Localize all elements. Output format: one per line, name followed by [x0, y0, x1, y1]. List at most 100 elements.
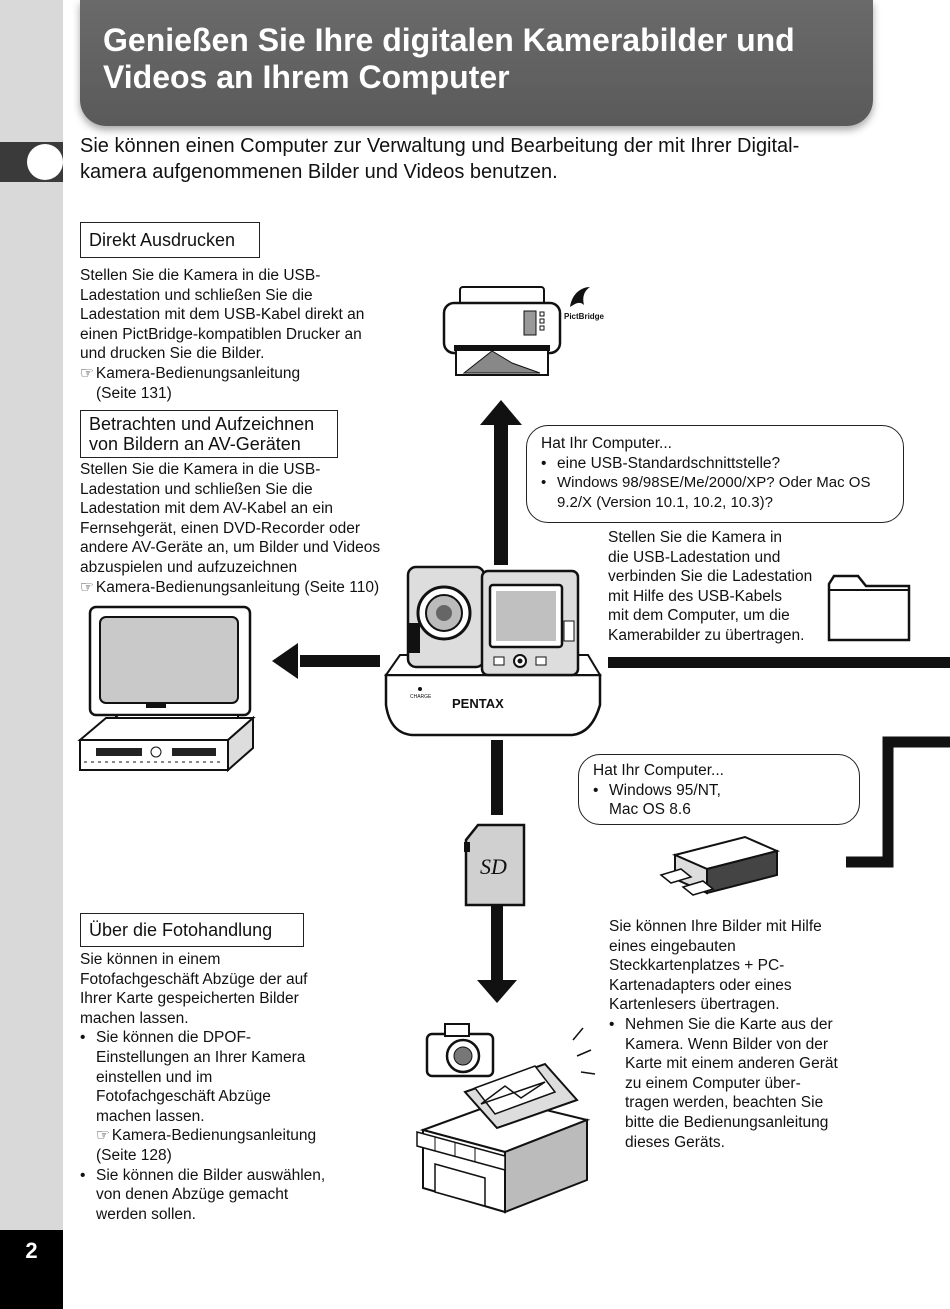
text-line: Fotofachgeschäft Abzüge der auf	[80, 970, 308, 988]
page-number: 2	[25, 1238, 38, 1263]
bullet-line: dieses Geräts.	[625, 1133, 725, 1151]
bullet-line: bitte die Bedienungsanleitung	[625, 1113, 829, 1131]
bullet-line: tragen werden, beachten Sie	[625, 1094, 824, 1112]
photo-shop-icon	[416, 1023, 596, 1214]
bullet-line: werden sollen.	[96, 1205, 196, 1223]
text-line: abzuspielen und aufzuzeichnen	[80, 558, 298, 576]
sd-label: SD	[480, 854, 507, 879]
bullet-line: einstellen und im	[96, 1068, 213, 1086]
sd-card-icon: SD	[464, 823, 526, 907]
bullet-line: Karte mit einem anderen Gerät	[625, 1055, 838, 1073]
bullet-line: Sie können die DPOF-	[96, 1029, 252, 1047]
bullet-line: machen lassen.	[96, 1107, 205, 1125]
bullet-item: Sie können die Bilder auswählen, von den…	[80, 1166, 370, 1225]
pictbridge-logo: PictBridge	[564, 287, 605, 321]
bullet-line: Windows 98/98SE/Me/2000/XP? Oder Mac OS	[557, 474, 871, 492]
manual-reference: Kamera-Bedienungsanleitung	[80, 364, 420, 384]
page-title-line-2: Videos an Ihrem Computer	[103, 59, 510, 95]
photo-shop-heading: Über die Fotohandlung	[80, 913, 304, 947]
bullet-line: Kamera. Wenn Bilder von der	[625, 1035, 829, 1053]
dvd-recorder-icon	[77, 715, 256, 773]
text-line: Fernsehgerät, einen DVD-Recorder oder	[80, 519, 360, 537]
intro-paragraph: Sie können einen Computer zur Verwaltung…	[80, 133, 910, 185]
manual-reference: Kamera-Bedienungsanleitung (Seite 110)	[80, 578, 420, 598]
bubble-title: Hat Ihr Computer...	[593, 762, 724, 779]
text-line: andere AV-Geräte an, um Bilder und Video…	[80, 539, 381, 557]
text-line: die USB-Ladestation und	[608, 548, 781, 566]
text-line: Sie können Ihre Bilder mit Hilfe	[609, 918, 822, 935]
page-number-box	[0, 1230, 63, 1309]
bullet-line: zu einem Computer über-	[625, 1074, 801, 1092]
text-line: Kartenlesers übertragen.	[609, 996, 780, 1014]
usb-transfer-text: Stellen Sie die Kamera in die USB-Ladest…	[608, 528, 838, 646]
photo-shop-text: Sie können in einem Fotofachgeschäft Abz…	[80, 950, 370, 1224]
direct-print-text: Stellen Sie die Kamera in die USB- Lades…	[80, 266, 420, 403]
text-line: Ladestation und schließen Sie die	[80, 286, 313, 304]
text-line: eines eingebauten	[609, 937, 736, 955]
camera-dock-icon: PENTAX CHARGE	[384, 565, 602, 737]
text-line: Ladestation mit dem AV-Kabel an ein	[80, 500, 334, 518]
usb-requirements-bubble: Hat Ihr Computer... eine USB-Standardsch…	[526, 425, 904, 523]
text-line: machen lassen.	[80, 1009, 189, 1027]
manual-reference: Kamera-Bedienungsanleitung	[96, 1126, 370, 1146]
manual-reference-page: (Seite 128)	[96, 1146, 172, 1164]
bubble-bullet: Windows 95/NT, Mac OS 8.6	[593, 781, 845, 820]
intro-line-2: kamera aufgenommenen Bilder und Videos b…	[80, 161, 558, 183]
card-reader-icon	[659, 835, 781, 896]
text-line: und drucken Sie die Bilder.	[80, 345, 265, 363]
text-line: Kamerabilder zu übertragen.	[608, 626, 805, 644]
bullet-line: Sie können die Bilder auswählen,	[96, 1166, 326, 1184]
bullet-item: Nehmen Sie die Karte aus der Kamera. Wen…	[609, 1015, 879, 1152]
arrow-left-to-tv	[272, 643, 380, 679]
av-devices-text: Stellen Sie die Kamera in die USB- Lades…	[80, 460, 420, 597]
line-dock-to-sd	[491, 740, 503, 815]
text-line: Ladestation und schließen Sie die	[80, 480, 313, 498]
direct-print-heading: Direkt Ausdrucken	[80, 222, 260, 258]
bubble-title: Hat Ihr Computer...	[541, 435, 672, 452]
line-to-computer	[608, 657, 950, 668]
text-line: Kartenadapters oder eines	[609, 976, 792, 994]
bubble-bullet: eine USB-Standardschnittstelle?	[541, 454, 889, 474]
text-line: Stellen Sie die Kamera in die USB-	[80, 461, 321, 478]
bullet-line: Mac OS 8.6	[609, 801, 691, 819]
intro-line-1: Sie können einen Computer zur Verwaltung…	[80, 135, 800, 157]
av-heading-line-2: von Bildern an AV-Geräten	[89, 434, 301, 454]
bullet-line: 9.2/X (Version 10.1, 10.2, 10.3)?	[557, 493, 773, 511]
text-line: Stellen Sie die Kamera in	[608, 529, 783, 546]
bullet-line: Fotofachgeschäft Abzüge	[96, 1088, 271, 1106]
pictbridge-label: PictBridge	[564, 312, 605, 321]
text-line: Sie können in einem	[80, 951, 221, 968]
text-line: Ladestation mit dem USB-Kabel direkt an	[80, 306, 365, 324]
text-line: Steckkartenplatzes + PC-	[609, 957, 785, 975]
text-line: verbinden Sie die Ladestation	[608, 568, 813, 586]
printer-icon	[442, 286, 562, 376]
folder-icon	[827, 574, 911, 642]
title-banner	[80, 0, 873, 126]
pentax-label: PENTAX	[452, 696, 504, 711]
manual-reference-page: (Seite 131)	[96, 384, 172, 402]
arrow-up-to-printer	[480, 400, 522, 565]
line-card-reader-to-computer	[846, 736, 950, 868]
legacy-requirements-bubble: Hat Ihr Computer... Windows 95/NT, Mac O…	[578, 754, 860, 825]
charge-label: CHARGE	[410, 694, 432, 700]
text-line: mit Hilfe des USB-Kabels	[608, 587, 783, 605]
bubble-bullet: Windows 98/98SE/Me/2000/XP? Oder Mac OS …	[541, 473, 889, 512]
text-line: Stellen Sie die Kamera in die USB-	[80, 267, 321, 284]
arrow-down-to-shop	[477, 905, 517, 1003]
av-heading-line-1: Betrachten und Aufzeichnen	[89, 414, 315, 434]
bullet-line: Windows 95/NT,	[609, 781, 721, 799]
bullet-item: Sie können die DPOF- Einstellungen an Ih…	[80, 1028, 370, 1165]
page-title: Genießen Sie Ihre digitalen Kamerabilder…	[103, 22, 863, 96]
bullet-line: Nehmen Sie die Karte aus der	[625, 1015, 833, 1033]
side-margin-strip	[0, 0, 63, 1309]
card-reader-text: Sie können Ihre Bilder mit Hilfe eines e…	[609, 917, 879, 1152]
bullet-line: von denen Abzüge gemacht	[96, 1186, 289, 1204]
text-line: Ihrer Karte gespeicherten Bilder	[80, 990, 299, 1008]
text-line: mit dem Computer, um die	[608, 607, 790, 625]
section-tab-circle	[27, 144, 63, 180]
text-line: einen PictBridge-kompatiblen Drucker an	[80, 325, 362, 343]
page-title-line-1: Genießen Sie Ihre digitalen Kamerabilder…	[103, 22, 795, 58]
av-devices-heading: Betrachten und Aufzeichnen von Bildern a…	[80, 410, 338, 458]
bullet-line: Einstellungen an Ihrer Kamera	[96, 1048, 306, 1066]
